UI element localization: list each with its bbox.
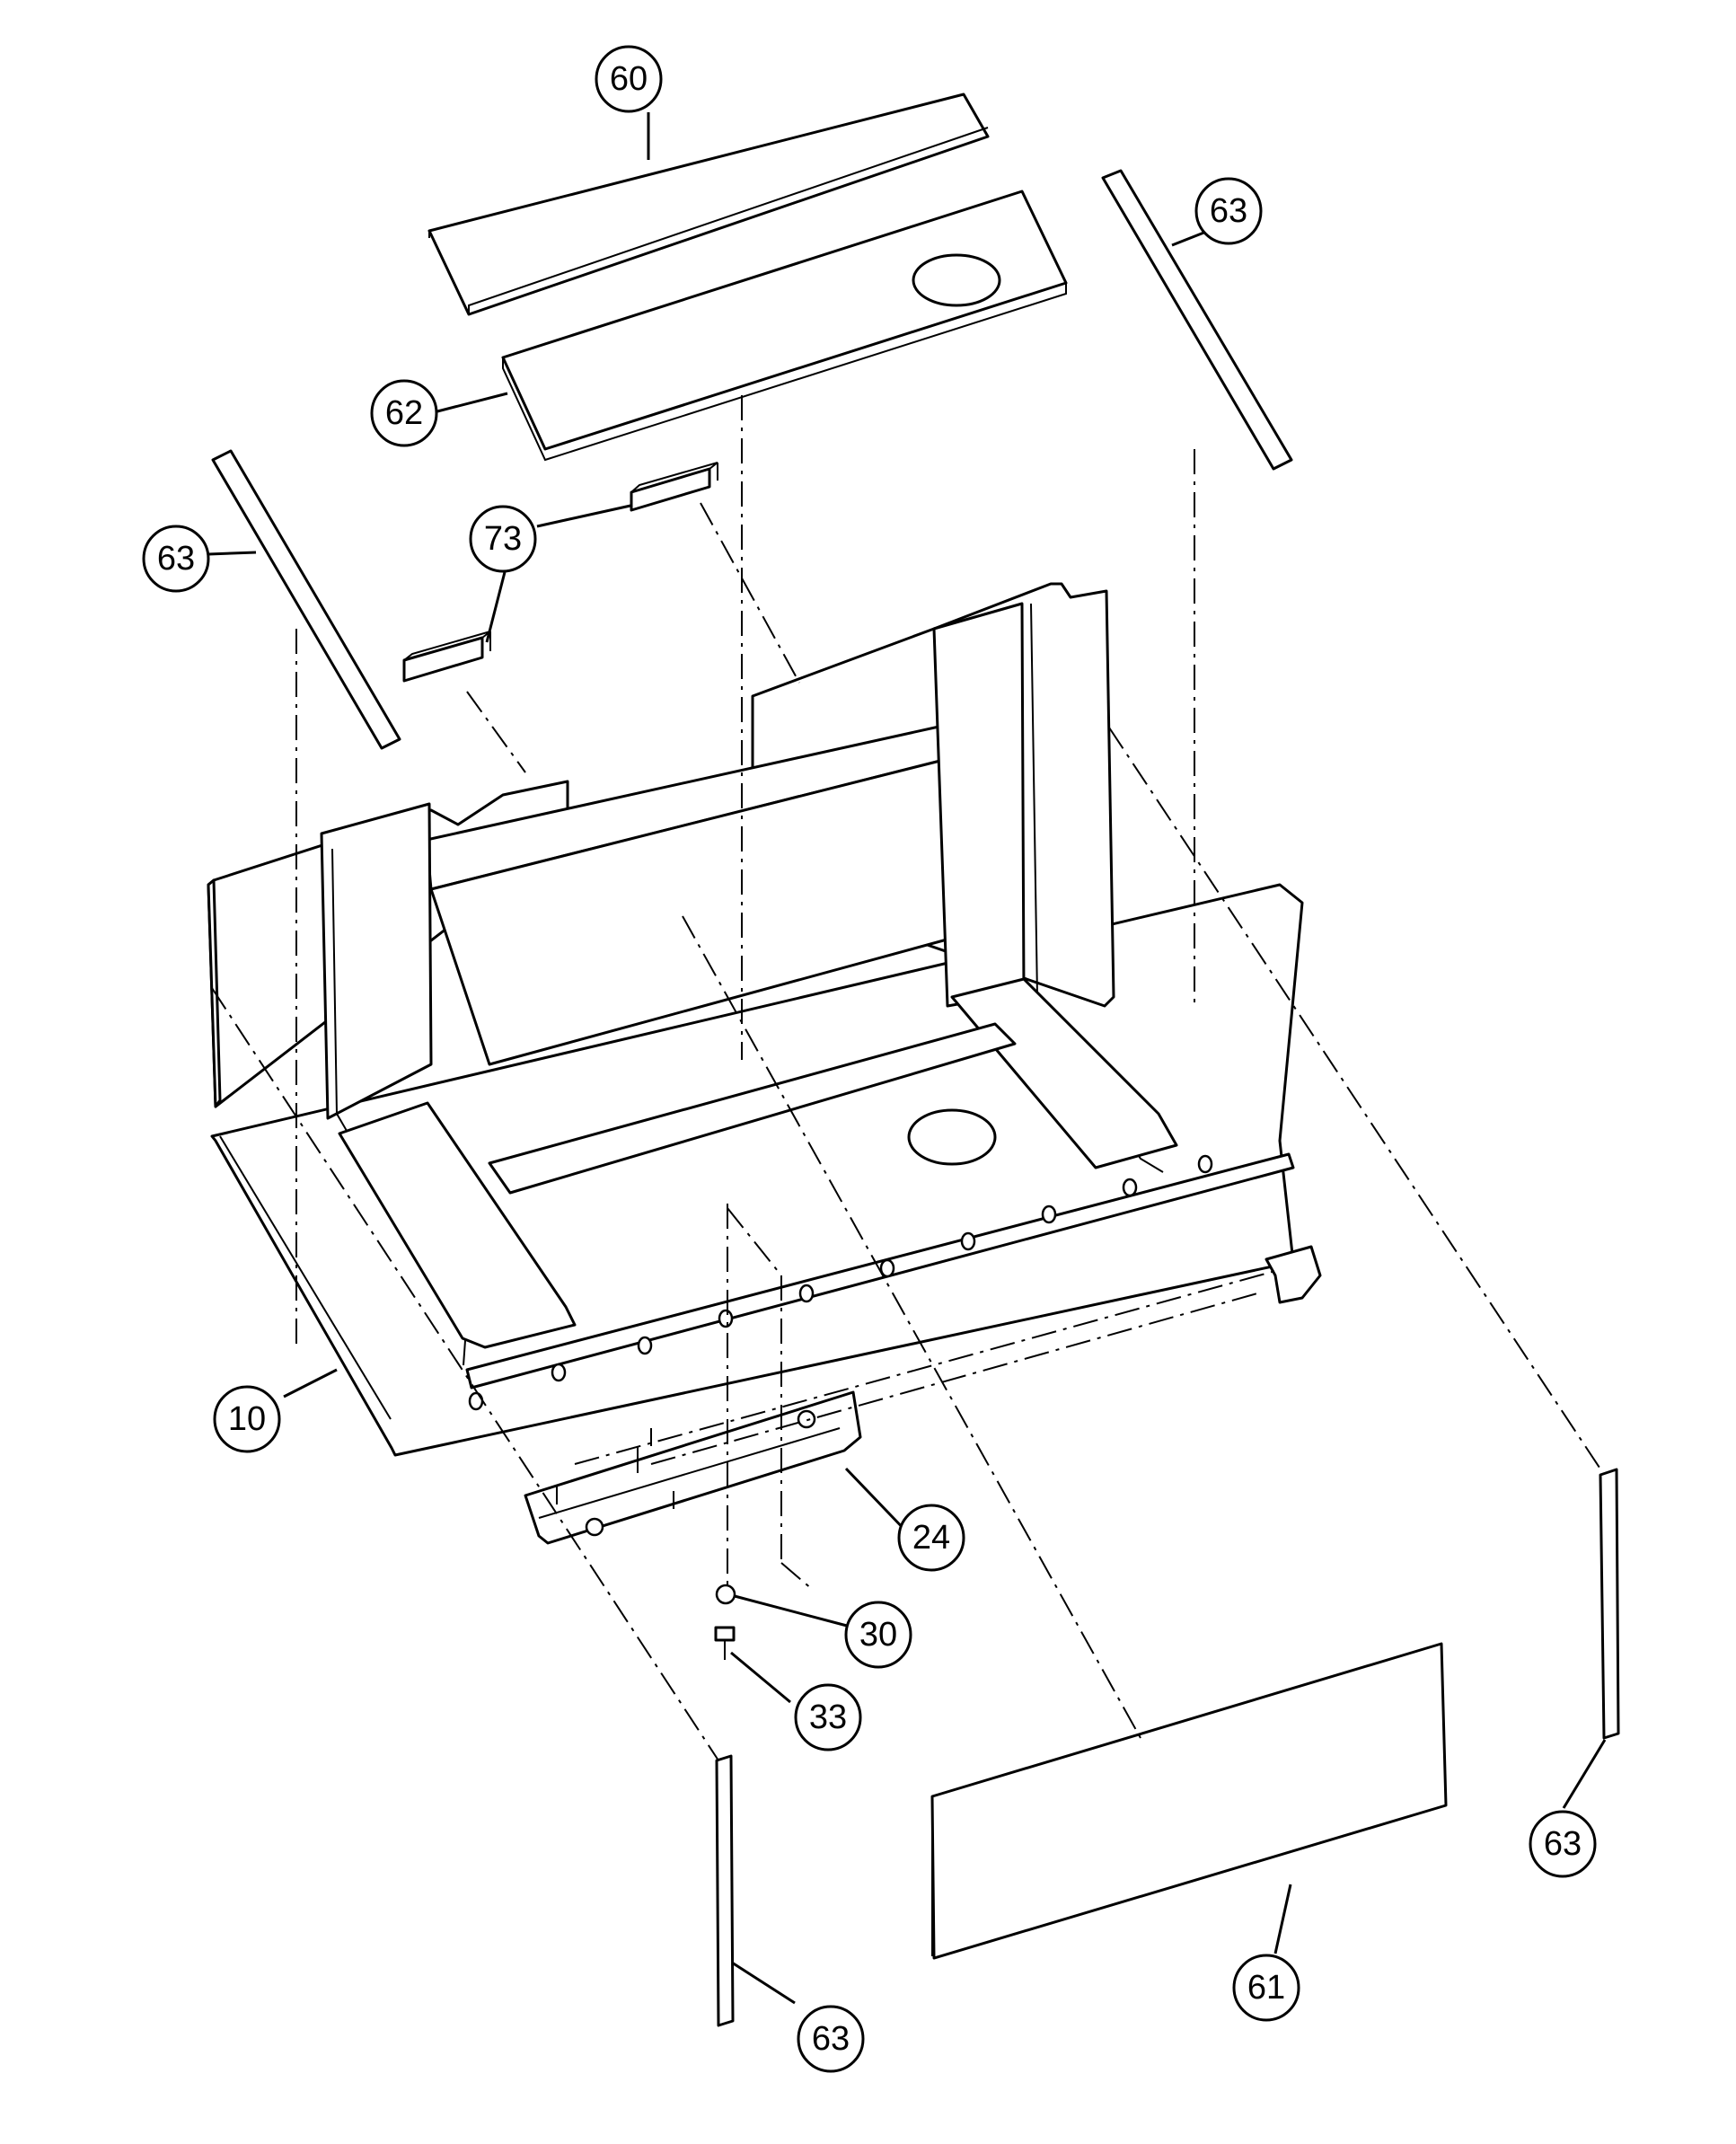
svg-text:60: 60 — [610, 60, 648, 98]
callout-73: 73 — [469, 505, 537, 573]
callout-63-top-left: 63 — [142, 525, 210, 593]
bracket-assembly — [524, 1245, 1322, 1545]
callout-30: 30 — [844, 1601, 912, 1669]
callout-24: 24 — [897, 1504, 965, 1572]
leader-lines — [207, 112, 1607, 2005]
svg-text:63: 63 — [1210, 192, 1247, 230]
svg-text:62: 62 — [385, 394, 423, 432]
svg-text:33: 33 — [809, 1698, 847, 1736]
callout-63-top-right: 63 — [1194, 177, 1263, 245]
svg-text:61: 61 — [1247, 1969, 1285, 2007]
top-panel — [427, 93, 990, 316]
right-top-strip — [1101, 169, 1293, 471]
front-hole-row — [468, 1154, 1213, 1411]
svg-text:10: 10 — [228, 1400, 266, 1438]
callout-60: 60 — [595, 45, 663, 113]
panel-with-hole — [501, 190, 1068, 462]
left-lower-strip — [715, 1754, 735, 2027]
centerlines — [211, 395, 1604, 1761]
svg-text:73: 73 — [484, 520, 522, 558]
svg-text:63: 63 — [812, 2020, 850, 2058]
callout-61: 61 — [1232, 1954, 1300, 2022]
svg-text:30: 30 — [859, 1616, 897, 1654]
hardware-screw — [714, 1626, 736, 1660]
svg-text:24: 24 — [912, 1519, 950, 1557]
left-top-strip — [211, 449, 401, 750]
svg-text:63: 63 — [1544, 1825, 1582, 1863]
right-lower-strip — [1599, 1468, 1620, 1740]
spacer-upper — [630, 462, 718, 512]
front-panel — [930, 1642, 1448, 1960]
callout-62: 62 — [370, 379, 438, 447]
callout-63-bottom-left: 63 — [797, 2005, 865, 2073]
spacer-lower — [402, 631, 491, 683]
svg-text:63: 63 — [157, 540, 195, 578]
hardware-nut — [715, 1584, 736, 1605]
callout-10: 10 — [213, 1385, 281, 1453]
callout-63-bottom-right: 63 — [1529, 1810, 1597, 1878]
callout-33: 33 — [794, 1683, 862, 1751]
